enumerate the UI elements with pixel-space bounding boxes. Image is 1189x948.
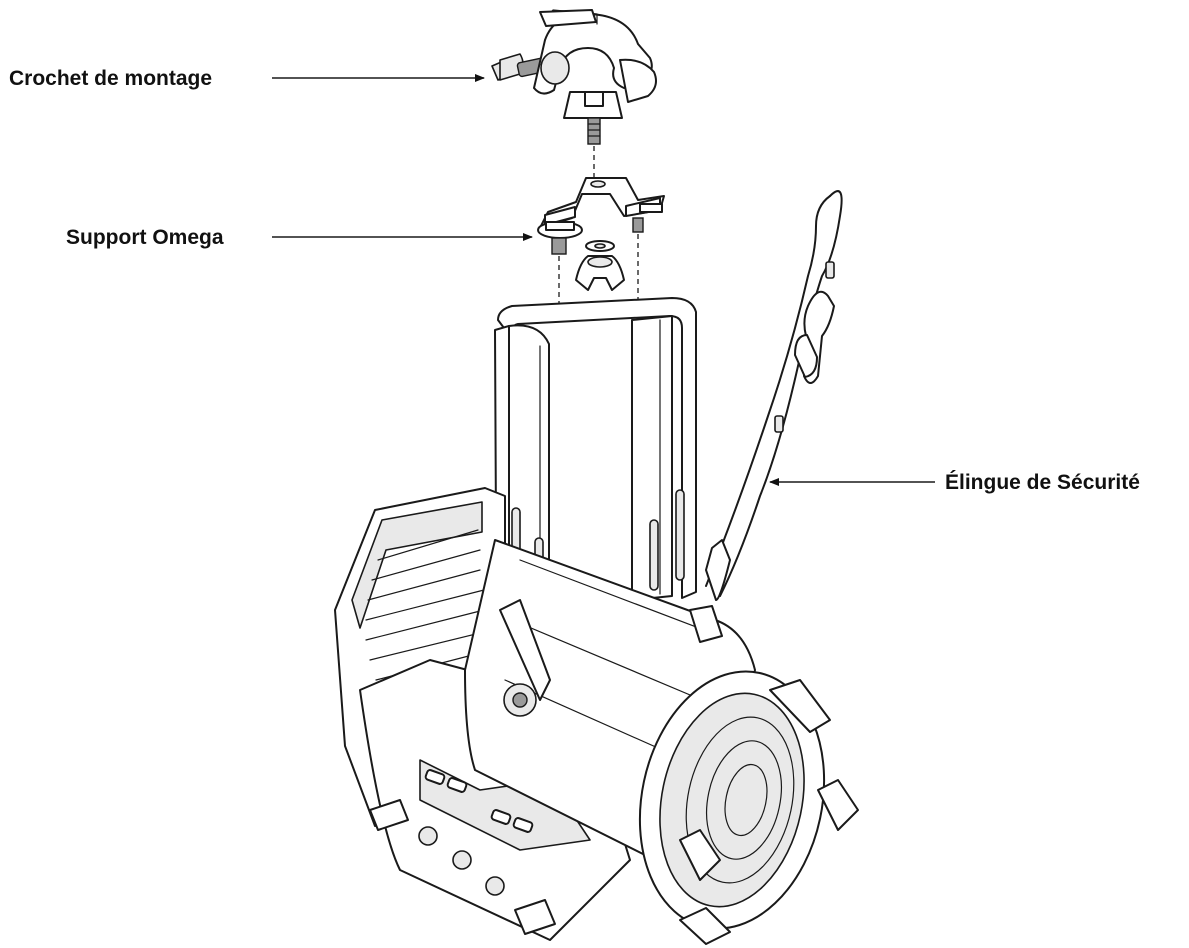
omega-bracket (537, 177, 665, 291)
callout-omega-bracket: Support Omega (66, 226, 533, 249)
callout-label-safety-cable: Élingue de Sécurité (945, 471, 1140, 494)
mounting-clamp (491, 9, 657, 145)
safety-cable (705, 190, 843, 597)
callout-label-omega-bracket: Support Omega (66, 226, 224, 249)
callout-safety-cable: Élingue de Sécurité (769, 471, 1140, 494)
callout-label-mounting-clamp: Crochet de montage (9, 67, 212, 90)
callout-mounting-clamp: Crochet de montage (9, 67, 485, 90)
fixture-body (334, 487, 859, 945)
